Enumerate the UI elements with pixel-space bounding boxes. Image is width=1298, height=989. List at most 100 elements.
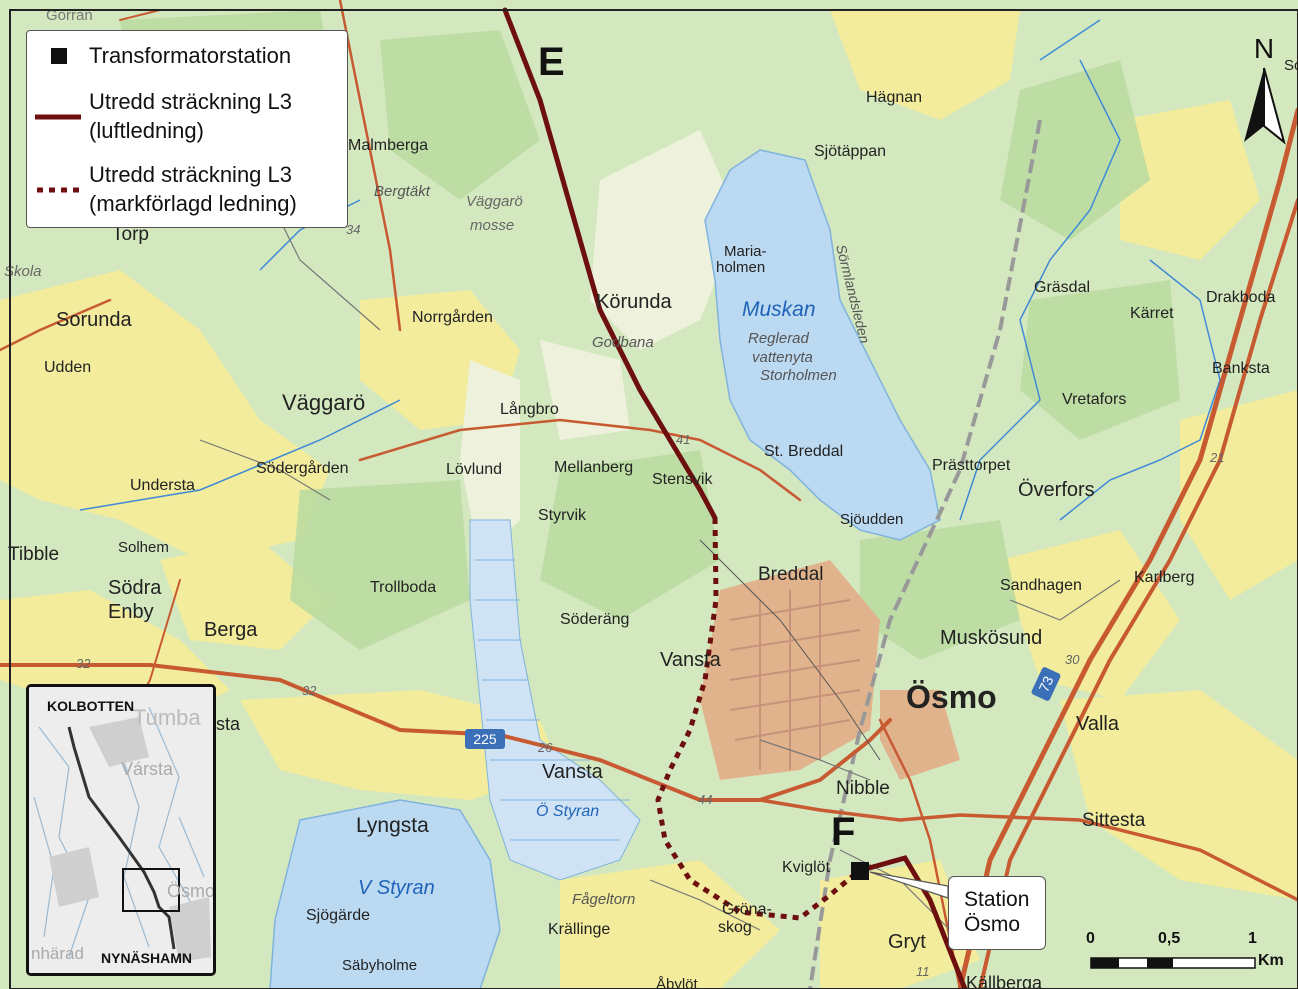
road-number-11: 11	[916, 964, 930, 979]
place-kallberga: Källberga	[966, 973, 1043, 989]
map-frame	[9, 9, 1298, 989]
place-grasdal: Gräsdal	[1034, 279, 1090, 296]
lake-v-styran	[269, 799, 501, 989]
place-krallinge: Krällinge	[548, 921, 610, 938]
north-arrow: N	[1234, 30, 1294, 150]
svg-text:225: 225	[473, 731, 497, 747]
inset-faint-osmo: Ösmo	[167, 881, 213, 901]
place-vaggaro: Väggarö	[282, 390, 365, 415]
place-abylot: Åbylöt	[656, 976, 699, 989]
lake-muskan	[704, 149, 941, 541]
scale-unit-label: Km	[1258, 952, 1284, 969]
place-overfors: Överfors	[1018, 479, 1095, 501]
place-prasttorpet: Prästtorpet	[932, 457, 1011, 474]
legend-buried-label-1: Utredd sträckning L3	[89, 162, 292, 187]
place-solhem: Solhem	[118, 539, 169, 556]
place-so: So	[1284, 57, 1298, 74]
map-legend: Transformatorstation Utredd sträckning L…	[26, 30, 348, 228]
place-grona-2: skog	[718, 919, 752, 936]
place-enby-label: Enby	[108, 601, 154, 623]
place-stensvik: Stensvik	[652, 471, 713, 488]
place-gorran: Gorran	[46, 7, 93, 24]
inset-label-nynashamn: NYNÄSHAMN	[101, 950, 192, 966]
place-udden: Udden	[44, 359, 91, 376]
place-mariaholmen-1: Maria-	[724, 243, 767, 260]
water-label-v-styran: V Styran	[358, 877, 435, 899]
route-l3-overhead-south	[861, 855, 968, 989]
water-label-storholmen: Storholmen	[760, 367, 837, 384]
scale-label-0: 0	[1086, 930, 1095, 947]
inset-map-graphic: Vársta Ösmo nhärad Tumba KOLBOTTEN NYNÄS…	[29, 687, 213, 973]
scale-label-half: 0,5	[1158, 930, 1181, 947]
point-label-e: E	[538, 40, 565, 84]
station-callout: Station Ösmo	[948, 876, 1046, 950]
road-number-21: 21	[1209, 450, 1224, 465]
place-sabyholme: Säbyholme	[342, 957, 417, 974]
inset-faint-tumba: Tumba	[133, 705, 201, 730]
place-malmberga: Malmberga	[348, 137, 428, 154]
overview-inset-map[interactable]: Vársta Ösmo nhärad Tumba KOLBOTTEN NYNÄS…	[26, 684, 216, 976]
route-l3-overhead	[502, 7, 718, 521]
place-sta: sta	[216, 714, 241, 734]
scale-bar: 0 0,5 1 Km	[1082, 926, 1292, 976]
place-muskosund: Muskösund	[940, 627, 1042, 649]
place-langbro: Långbro	[500, 400, 559, 418]
place-berga: Berga	[204, 619, 258, 641]
road-number-41: 41	[676, 432, 690, 447]
place-gryt: Gryt	[888, 931, 926, 953]
place-understa: Understa	[130, 477, 195, 494]
road-number-44: 44	[698, 792, 712, 807]
place-tibble: Tibble	[8, 544, 59, 565]
place-karlberg: Karlberg	[1134, 569, 1194, 586]
place-mariaholmen-2: holmen	[716, 259, 765, 276]
road-number-30: 30	[1065, 652, 1080, 667]
place-styrvik: Styrvik	[538, 507, 587, 524]
place-sodra: Södra	[108, 577, 162, 599]
place-lovlund: Lövlund	[446, 461, 502, 478]
scale-bar-graphic	[1090, 957, 1256, 969]
place-vansta-south: Vansta	[542, 761, 604, 783]
station-callout-line-2: Ösmo	[964, 913, 1021, 936]
legend-row-overhead: Utredd sträckning L3 (luftledning)	[27, 87, 347, 147]
place-vretafors: Vretafors	[1062, 391, 1126, 408]
legend-buried-label-2: (markförlagd ledning)	[89, 191, 297, 216]
place-skola: Skola	[4, 263, 42, 280]
legend-station-square-icon	[51, 48, 67, 64]
place-nibble: Nibble	[836, 778, 890, 799]
place-norrgarden: Norrgården	[412, 308, 493, 326]
scale-label-1: 1	[1248, 930, 1257, 947]
legend-station-label: Transformatorstation	[89, 43, 292, 68]
railway	[808, 119, 1042, 989]
legend-row-buried: Utredd sträckning L3 (markförlagd lednin…	[27, 160, 347, 220]
power-line-thin	[699, 539, 881, 761]
road-number-32a: 32	[76, 656, 91, 671]
place-bergtakt: Bergtäkt	[374, 183, 431, 200]
place-trollboda: Trollboda	[370, 579, 436, 596]
forest-areas	[120, 10, 1180, 660]
legend-row-station: Transformatorstation	[27, 41, 347, 70]
north-arrow-icon: N	[1244, 33, 1286, 145]
place-sorunda: Sorunda	[56, 309, 132, 331]
place-valla: Valla	[1076, 713, 1120, 735]
place-lyngsta: Lyngsta	[356, 814, 429, 837]
inset-faint-vársta: Vársta	[121, 759, 174, 779]
water-label-vattenyta: vattenyta	[752, 349, 813, 366]
water-label-o-styran: Ö Styran	[536, 802, 599, 820]
place-hagnan: Hägnan	[866, 89, 922, 106]
route-l3-buried	[655, 517, 862, 921]
legend-overhead-label-2: (luftledning)	[89, 118, 204, 143]
open-land	[460, 130, 740, 560]
water-label-muskan: Muskan	[742, 298, 816, 321]
station-callout-line-1: Station	[964, 888, 1030, 911]
place-kviglot: Kviglöt	[782, 859, 831, 876]
place-breddal: Breddal	[758, 564, 824, 585]
place-sandhagen: Sandhagen	[1000, 577, 1082, 594]
inset-label-kolbotten: KOLBOTTEN	[47, 698, 134, 714]
legend-overhead-label-1: Utredd sträckning L3	[89, 89, 292, 114]
place-godbana: Godbana	[592, 334, 654, 351]
place-banksta: Banksta	[1212, 360, 1270, 377]
road-number-26: 26	[537, 740, 553, 755]
station-osmo-marker[interactable]	[851, 862, 869, 880]
svg-text:73: 73	[1035, 673, 1056, 694]
place-fageltorn: Fågeltorn	[572, 891, 635, 908]
